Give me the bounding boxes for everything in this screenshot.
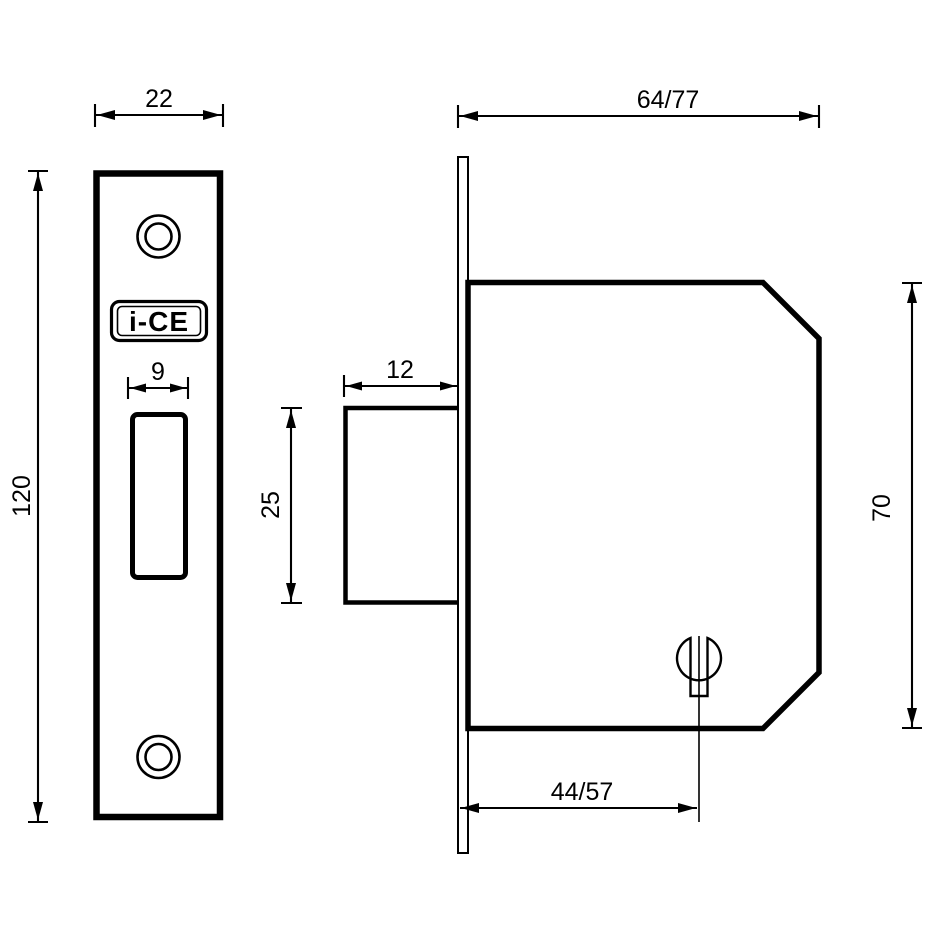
- dim-backset: 44/57: [460, 778, 697, 813]
- dim-faceplate-width: 22: [93, 85, 225, 127]
- dim-bolt-height: 25: [257, 406, 302, 605]
- dim-case-height: 70: [868, 281, 922, 730]
- dim-bolt-throw: 12: [342, 356, 457, 397]
- screw-hole-top: [136, 214, 181, 259]
- dim-faceplate-height: 120: [8, 169, 48, 824]
- dim-cutout-width-label: 9: [151, 358, 165, 386]
- dim-bolt-throw-label: 12: [386, 356, 414, 384]
- screw-hole-bottom: [136, 734, 181, 780]
- logo-text: i-CE: [129, 306, 189, 337]
- dim-cutout-width: 9: [126, 358, 190, 399]
- keyhole: [675, 636, 723, 698]
- dim-case-height-label: 70: [868, 494, 896, 522]
- dim-backset-label: 44/57: [551, 778, 614, 806]
- dim-case-depth: 64/77: [456, 86, 821, 128]
- dim-case-depth-label: 64/77: [637, 86, 700, 114]
- bolt-cutout: [130, 412, 188, 580]
- deadbolt-side-view: [343, 405, 458, 605]
- dim-faceplate-height-label: 120: [8, 475, 36, 517]
- logo-plate: i-CE: [109, 299, 209, 343]
- dim-faceplate-width-label: 22: [145, 85, 173, 113]
- dim-bolt-height-label: 25: [257, 491, 285, 519]
- lock-case-outline: [465, 279, 822, 732]
